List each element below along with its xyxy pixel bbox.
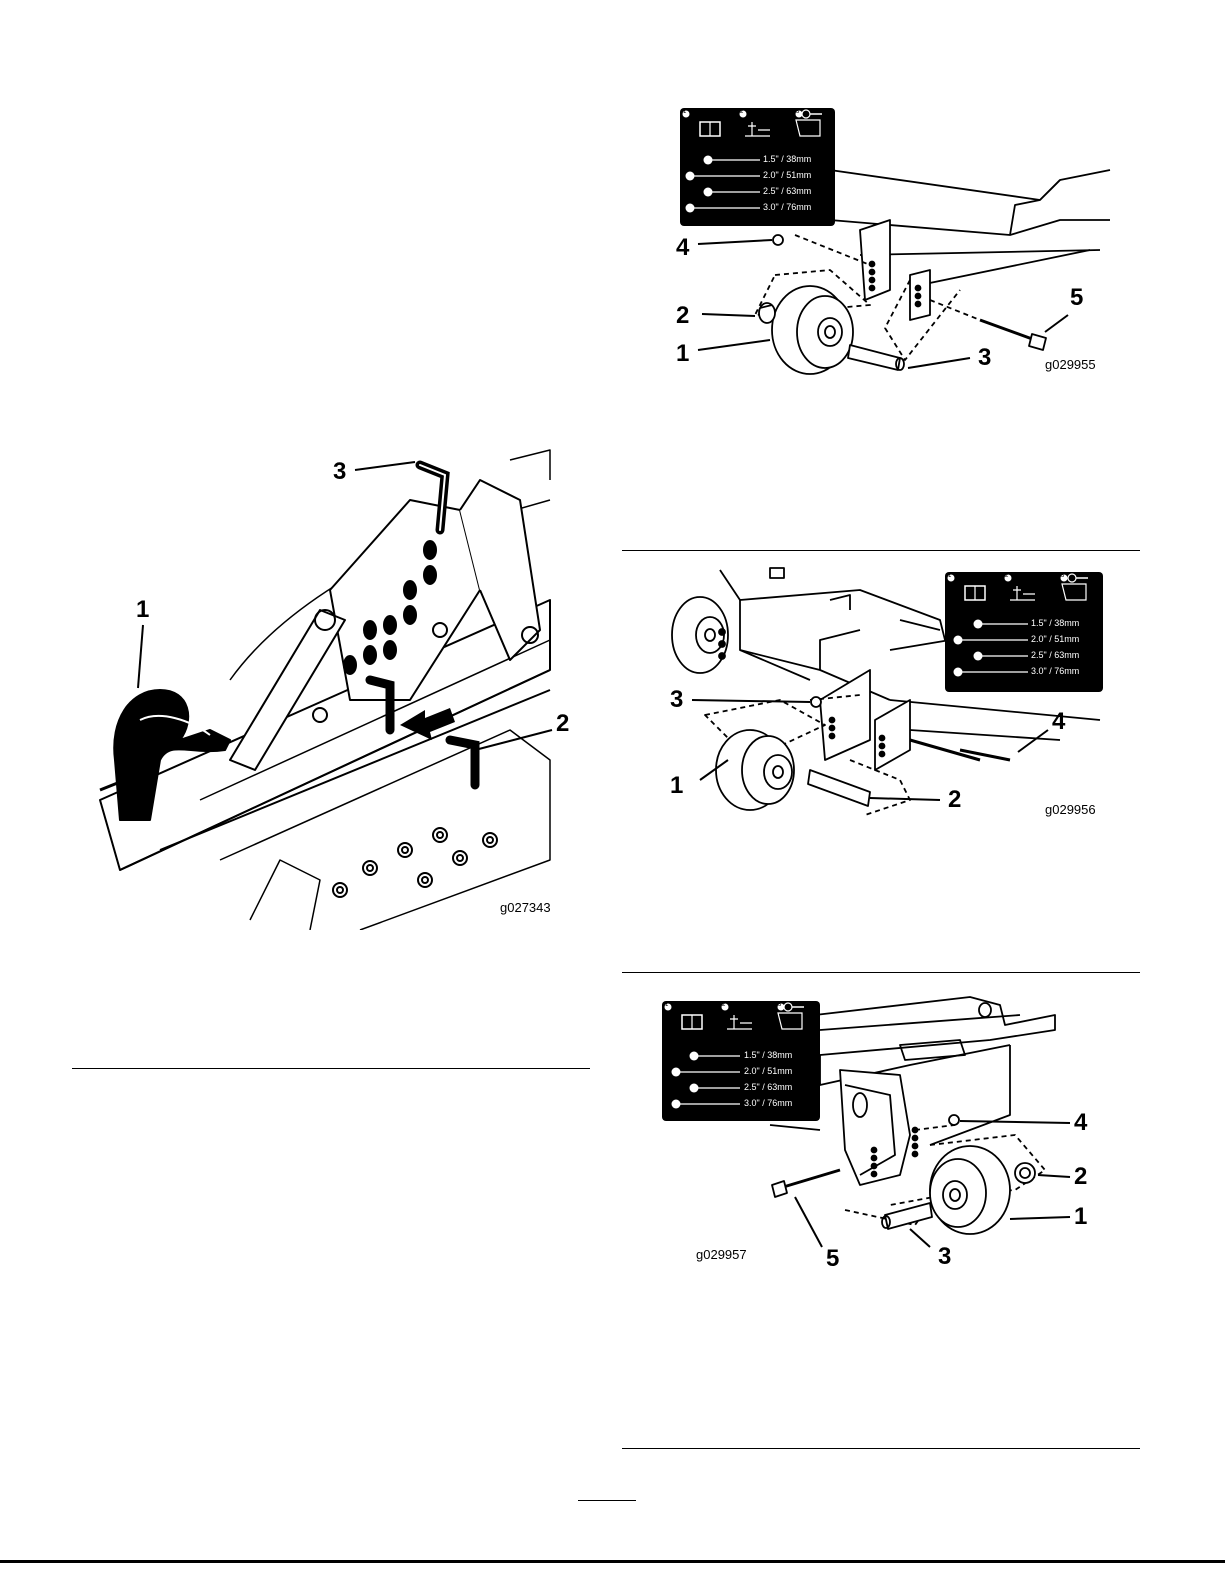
callout-side-4: 4 xyxy=(1074,1109,1087,1137)
graphic-code-lever: g027343 xyxy=(500,900,551,915)
height-decal-side xyxy=(662,1001,820,1121)
decal-front-height-4: 3.0" / 76mm xyxy=(1031,666,1079,676)
callout-rear-3: 3 xyxy=(978,344,991,372)
figure-front-wheel: 1 2 3 1.5" / 38mm 2.0" / 51mm 2.5" / 63m… xyxy=(660,560,1130,830)
callout-lever-3: 3 xyxy=(333,458,346,486)
decal-num-2: 2 xyxy=(740,109,743,115)
callout-front-4: 4 xyxy=(1052,708,1065,736)
decal-height-2: 2.0" / 51mm xyxy=(763,170,811,180)
callout-rear-5: 5 xyxy=(1070,284,1083,312)
decal-side-num-1: 1 xyxy=(665,1002,668,1008)
decal-num-3: 3 xyxy=(796,109,799,115)
callout-side-1: 1 xyxy=(1074,1203,1087,1231)
decal-front-height-3: 2.5" / 63mm xyxy=(1031,650,1079,660)
right-rule-3 xyxy=(622,1448,1140,1449)
figure-hoc-lever: 3 1 2 g027343 xyxy=(80,440,580,930)
hoc-lever-illustration xyxy=(80,440,580,930)
figure-side-wheel: 1 2 3 1.5" / 38mm 2.0" / 51mm 2.5" / 63m… xyxy=(660,985,1130,1275)
callout-side-2: 2 xyxy=(1074,1163,1087,1191)
decal-front-num-2: 2 xyxy=(1005,573,1008,579)
callout-rear-1: 1 xyxy=(676,340,689,368)
height-decal-front xyxy=(945,572,1103,692)
height-decal-rear xyxy=(680,108,835,226)
decal-side-height-1: 1.5" / 38mm xyxy=(744,1050,792,1060)
callout-lever-1: 1 xyxy=(136,596,149,624)
decal-side-height-4: 3.0" / 76mm xyxy=(744,1098,792,1108)
decal-side-num-3: 3 xyxy=(778,1002,781,1008)
decal-front-height-1: 1.5" / 38mm xyxy=(1031,618,1079,628)
page-bottom-rule xyxy=(0,1560,1225,1563)
decal-front-height-2: 2.0" / 51mm xyxy=(1031,634,1079,644)
decal-front-num-1: 1 xyxy=(948,573,951,579)
graphic-code-side: g029957 xyxy=(696,1247,747,1262)
callout-lever-2: 2 xyxy=(556,710,569,738)
decal-side-num-2: 2 xyxy=(722,1002,725,1008)
right-rule-1 xyxy=(622,550,1140,551)
callout-rear-2: 2 xyxy=(676,302,689,330)
callout-rear-4: 4 xyxy=(676,234,689,262)
decal-num-1: 1 xyxy=(683,109,686,115)
callout-front-3: 3 xyxy=(670,686,683,714)
left-column-rule xyxy=(72,1068,590,1069)
rear-wheel-illustration xyxy=(660,100,1130,380)
figure-rear-wheel: 1 2 3 1.5" / 38mm 2.0" / 51mm 2.5" / 63m… xyxy=(660,100,1130,380)
graphic-code-rear: g029955 xyxy=(1045,357,1096,372)
decal-front-num-3: 3 xyxy=(1061,573,1064,579)
side-wheel-illustration xyxy=(660,985,1130,1275)
page-number-underline xyxy=(578,1500,636,1501)
decal-height-4: 3.0" / 76mm xyxy=(763,202,811,212)
decal-side-height-2: 2.0" / 51mm xyxy=(744,1066,792,1076)
callout-front-1: 1 xyxy=(670,772,683,800)
decal-height-3: 2.5" / 63mm xyxy=(763,186,811,196)
callout-side-5: 5 xyxy=(826,1245,839,1273)
callout-front-2: 2 xyxy=(948,786,961,814)
front-wheel-illustration xyxy=(660,560,1130,830)
callout-side-3: 3 xyxy=(938,1243,951,1271)
right-rule-2 xyxy=(622,972,1140,973)
graphic-code-front: g029956 xyxy=(1045,802,1096,817)
decal-side-height-3: 2.5" / 63mm xyxy=(744,1082,792,1092)
decal-height-1: 1.5" / 38mm xyxy=(763,154,811,164)
